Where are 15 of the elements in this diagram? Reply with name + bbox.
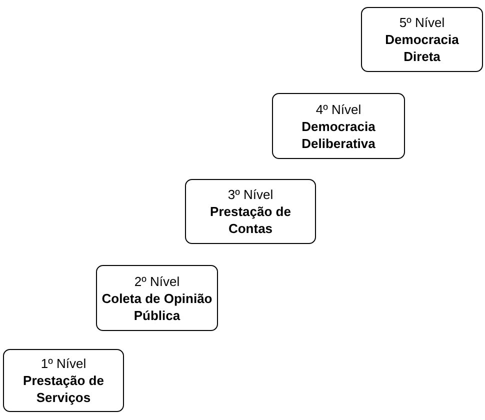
level-title: Prestação de Serviços: [22, 372, 105, 406]
level-box: [96, 265, 218, 331]
level-title: Coleta de Opinião Pública: [101, 290, 213, 324]
level-box: [3, 349, 124, 412]
level-title: Democracia Deliberativa: [300, 118, 376, 152]
level-box: [185, 179, 316, 244]
level-box: [361, 7, 483, 72]
level-number: 4º Nível: [316, 100, 362, 118]
level-number: 1º Nível: [40, 355, 86, 372]
level-number: 2º Nível: [134, 272, 180, 290]
level-number: 3º Nível: [228, 186, 274, 203]
level-title: Democracia Direta: [384, 31, 460, 65]
level-number: 5º Nível: [399, 14, 445, 31]
level-box: [272, 93, 405, 159]
level-title: Prestação de Contas: [209, 203, 292, 237]
